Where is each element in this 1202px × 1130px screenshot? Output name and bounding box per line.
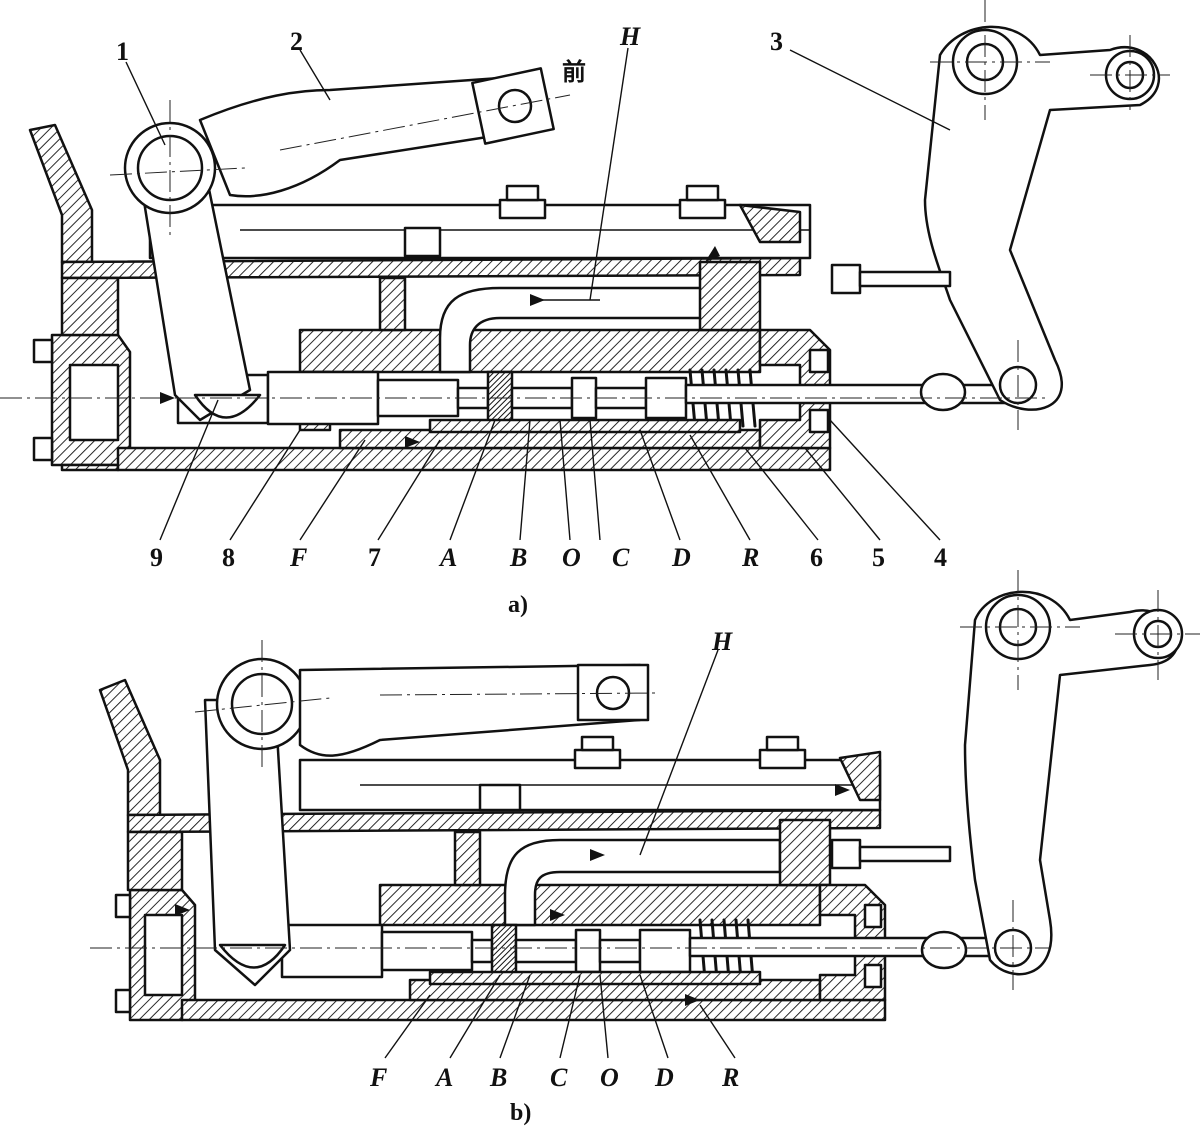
flow-arrow-icon [685,994,700,1006]
flow-arrow-icon [705,246,720,262]
label-9: 9 [150,543,163,572]
label-B: B [489,1063,507,1092]
flow-arrow-icon [405,436,420,448]
label-4: 4 [934,543,947,572]
caption-b: b) [510,1100,531,1126]
figure-a-leaders [125,47,951,541]
figure-b [90,570,1200,1022]
label-1: 1 [116,37,129,66]
label-8: 8 [222,543,235,572]
label-R: R [721,1063,739,1092]
flow-arrow-icon [835,784,850,796]
figure-a-labels: 1 2 前 H 3 9 8 F 7 A B O C D R 6 5 4 a) [116,22,947,618]
flow-arrow-icon [175,904,190,916]
label-H: H [711,627,733,656]
label-R: R [741,543,759,572]
label-7: 7 [368,543,381,572]
direction-label: 前 [562,58,586,86]
label-2: 2 [290,27,303,56]
flow-arrow-icon [590,849,605,861]
label-F: F [289,543,307,572]
label-H: H [619,22,641,51]
label-O: O [562,543,581,572]
label-A: A [438,543,457,572]
flow-arrow-icon [530,294,545,306]
label-D: D [671,543,691,572]
label-B: B [509,543,527,572]
label-O: O [600,1063,619,1092]
flow-arrow-icon [160,392,175,404]
label-6: 6 [810,543,823,572]
label-5: 5 [872,543,885,572]
label-C: C [612,543,630,572]
label-3: 3 [770,27,783,56]
figure-a [0,0,1170,472]
figure-b-labels: H F A B C O D R b) [369,627,739,1126]
label-A: A [434,1063,453,1092]
caption-a: a) [508,592,528,618]
figure-b-leaders [384,649,736,1059]
label-F: F [369,1063,387,1092]
label-D: D [654,1063,674,1092]
flow-arrow-icon [550,909,565,921]
label-C: C [550,1063,568,1092]
